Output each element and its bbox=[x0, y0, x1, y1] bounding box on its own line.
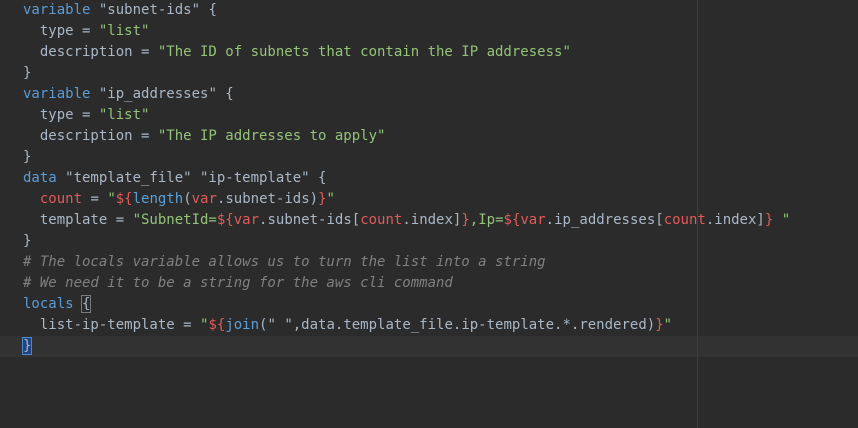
code-token: { bbox=[80, 295, 92, 313]
code-token: " bbox=[107, 191, 116, 207]
code-line[interactable]: count = "${length(var.subnet-ids)}" bbox=[0, 189, 858, 210]
code-line[interactable]: template = "SubnetId=${var.subnet-ids[co… bbox=[0, 210, 858, 231]
code-line[interactable]: variable "subnet-ids" { bbox=[0, 0, 858, 21]
code-line[interactable]: type = "list" bbox=[0, 105, 858, 126]
code-token: .index] bbox=[705, 212, 765, 228]
code-token: join bbox=[225, 317, 260, 333]
code-token: " bbox=[200, 317, 209, 333]
code-line[interactable]: } bbox=[0, 231, 858, 252]
code-token: } bbox=[23, 149, 32, 165]
code-token: .ip_addresses[ bbox=[545, 212, 664, 228]
code-token: .subnet-ids) bbox=[216, 191, 319, 207]
code-token: } bbox=[21, 337, 33, 355]
code-token: description = bbox=[23, 44, 158, 60]
code-token: type = bbox=[23, 107, 99, 123]
code-token: "subnet-ids" bbox=[98, 2, 201, 18]
code-line[interactable]: type = "list" bbox=[0, 21, 858, 42]
code-token bbox=[74, 296, 82, 312]
code-token: description = bbox=[23, 128, 158, 144]
code-line[interactable]: variable "ip_addresses" { bbox=[0, 84, 858, 105]
code-token: # The locals variable allows us to turn … bbox=[23, 254, 546, 270]
code-token: " bbox=[773, 212, 791, 228]
code-line[interactable]: # The locals variable allows us to turn … bbox=[0, 252, 858, 273]
code-token: length bbox=[132, 191, 184, 207]
code-line[interactable]: } bbox=[0, 63, 858, 84]
code-token: "template_file" "ip-template" { bbox=[56, 170, 327, 186]
code-line[interactable]: # We need it to be a string for the aws … bbox=[0, 273, 858, 294]
code-token: data bbox=[23, 170, 57, 186]
code-token: (" ",data.template_file.ip-template.*.re… bbox=[259, 317, 656, 333]
code-token: } bbox=[23, 233, 32, 249]
code-token: count bbox=[663, 212, 706, 228]
code-token: type = bbox=[23, 23, 99, 39]
code-token: "SubnetId= bbox=[132, 212, 217, 228]
code-token: } bbox=[318, 191, 327, 207]
code-token bbox=[90, 2, 98, 18]
code-token: = bbox=[82, 191, 108, 207]
right-margin-guide bbox=[697, 0, 698, 428]
code-token: var bbox=[520, 212, 546, 228]
code-line[interactable]: } bbox=[0, 336, 858, 357]
code-token: .subnet-ids[ bbox=[259, 212, 361, 228]
code-token: ${ bbox=[208, 317, 226, 333]
code-token: "list" bbox=[98, 107, 150, 123]
code-line[interactable]: description = "The IP addresses to apply… bbox=[0, 126, 858, 147]
code-line[interactable]: data "template_file" "ip-template" { bbox=[0, 168, 858, 189]
code-token: "The ID of subnets that contain the IP a… bbox=[157, 44, 571, 60]
code-token: count bbox=[39, 191, 83, 207]
code-token: "ip_addresses" { bbox=[90, 86, 234, 102]
code-token: "list" bbox=[98, 23, 150, 39]
code-token: # We need it to be a string for the aws … bbox=[23, 275, 453, 291]
code-line[interactable]: locals { bbox=[0, 294, 858, 315]
code-token: { bbox=[200, 2, 217, 18]
code-token: template = bbox=[23, 212, 133, 228]
code-token: } bbox=[23, 65, 32, 81]
code-token: "The IP addresses to apply" bbox=[157, 128, 386, 144]
code-token: " bbox=[326, 191, 335, 207]
code-token: ${ bbox=[216, 212, 234, 228]
code-token: } bbox=[655, 317, 664, 333]
code-token: } bbox=[764, 212, 774, 228]
code-token: ( bbox=[183, 191, 192, 207]
code-token bbox=[23, 191, 40, 207]
code-token: variable bbox=[23, 86, 91, 102]
code-line[interactable]: description = "The ID of subnets that co… bbox=[0, 42, 858, 63]
code-token: variable bbox=[23, 2, 91, 18]
code-token: locals bbox=[23, 296, 74, 312]
code-token: ,Ip= bbox=[469, 212, 504, 228]
code-token: count bbox=[360, 212, 403, 228]
code-token: var bbox=[191, 191, 217, 207]
code-token: ${ bbox=[503, 212, 521, 228]
code-line[interactable]: } bbox=[0, 147, 858, 168]
code-token: " bbox=[663, 317, 673, 333]
code-token: list-ip-template = bbox=[23, 317, 201, 333]
code-token: var bbox=[233, 212, 260, 228]
code-line[interactable]: list-ip-template = "${join(" ",data.temp… bbox=[0, 315, 858, 336]
code-token: ${ bbox=[115, 191, 133, 207]
code-lines[interactable]: variable "subnet-ids" { type = "list" de… bbox=[0, 0, 858, 357]
code-token: } bbox=[461, 212, 470, 228]
code-token: .index] bbox=[402, 212, 462, 228]
